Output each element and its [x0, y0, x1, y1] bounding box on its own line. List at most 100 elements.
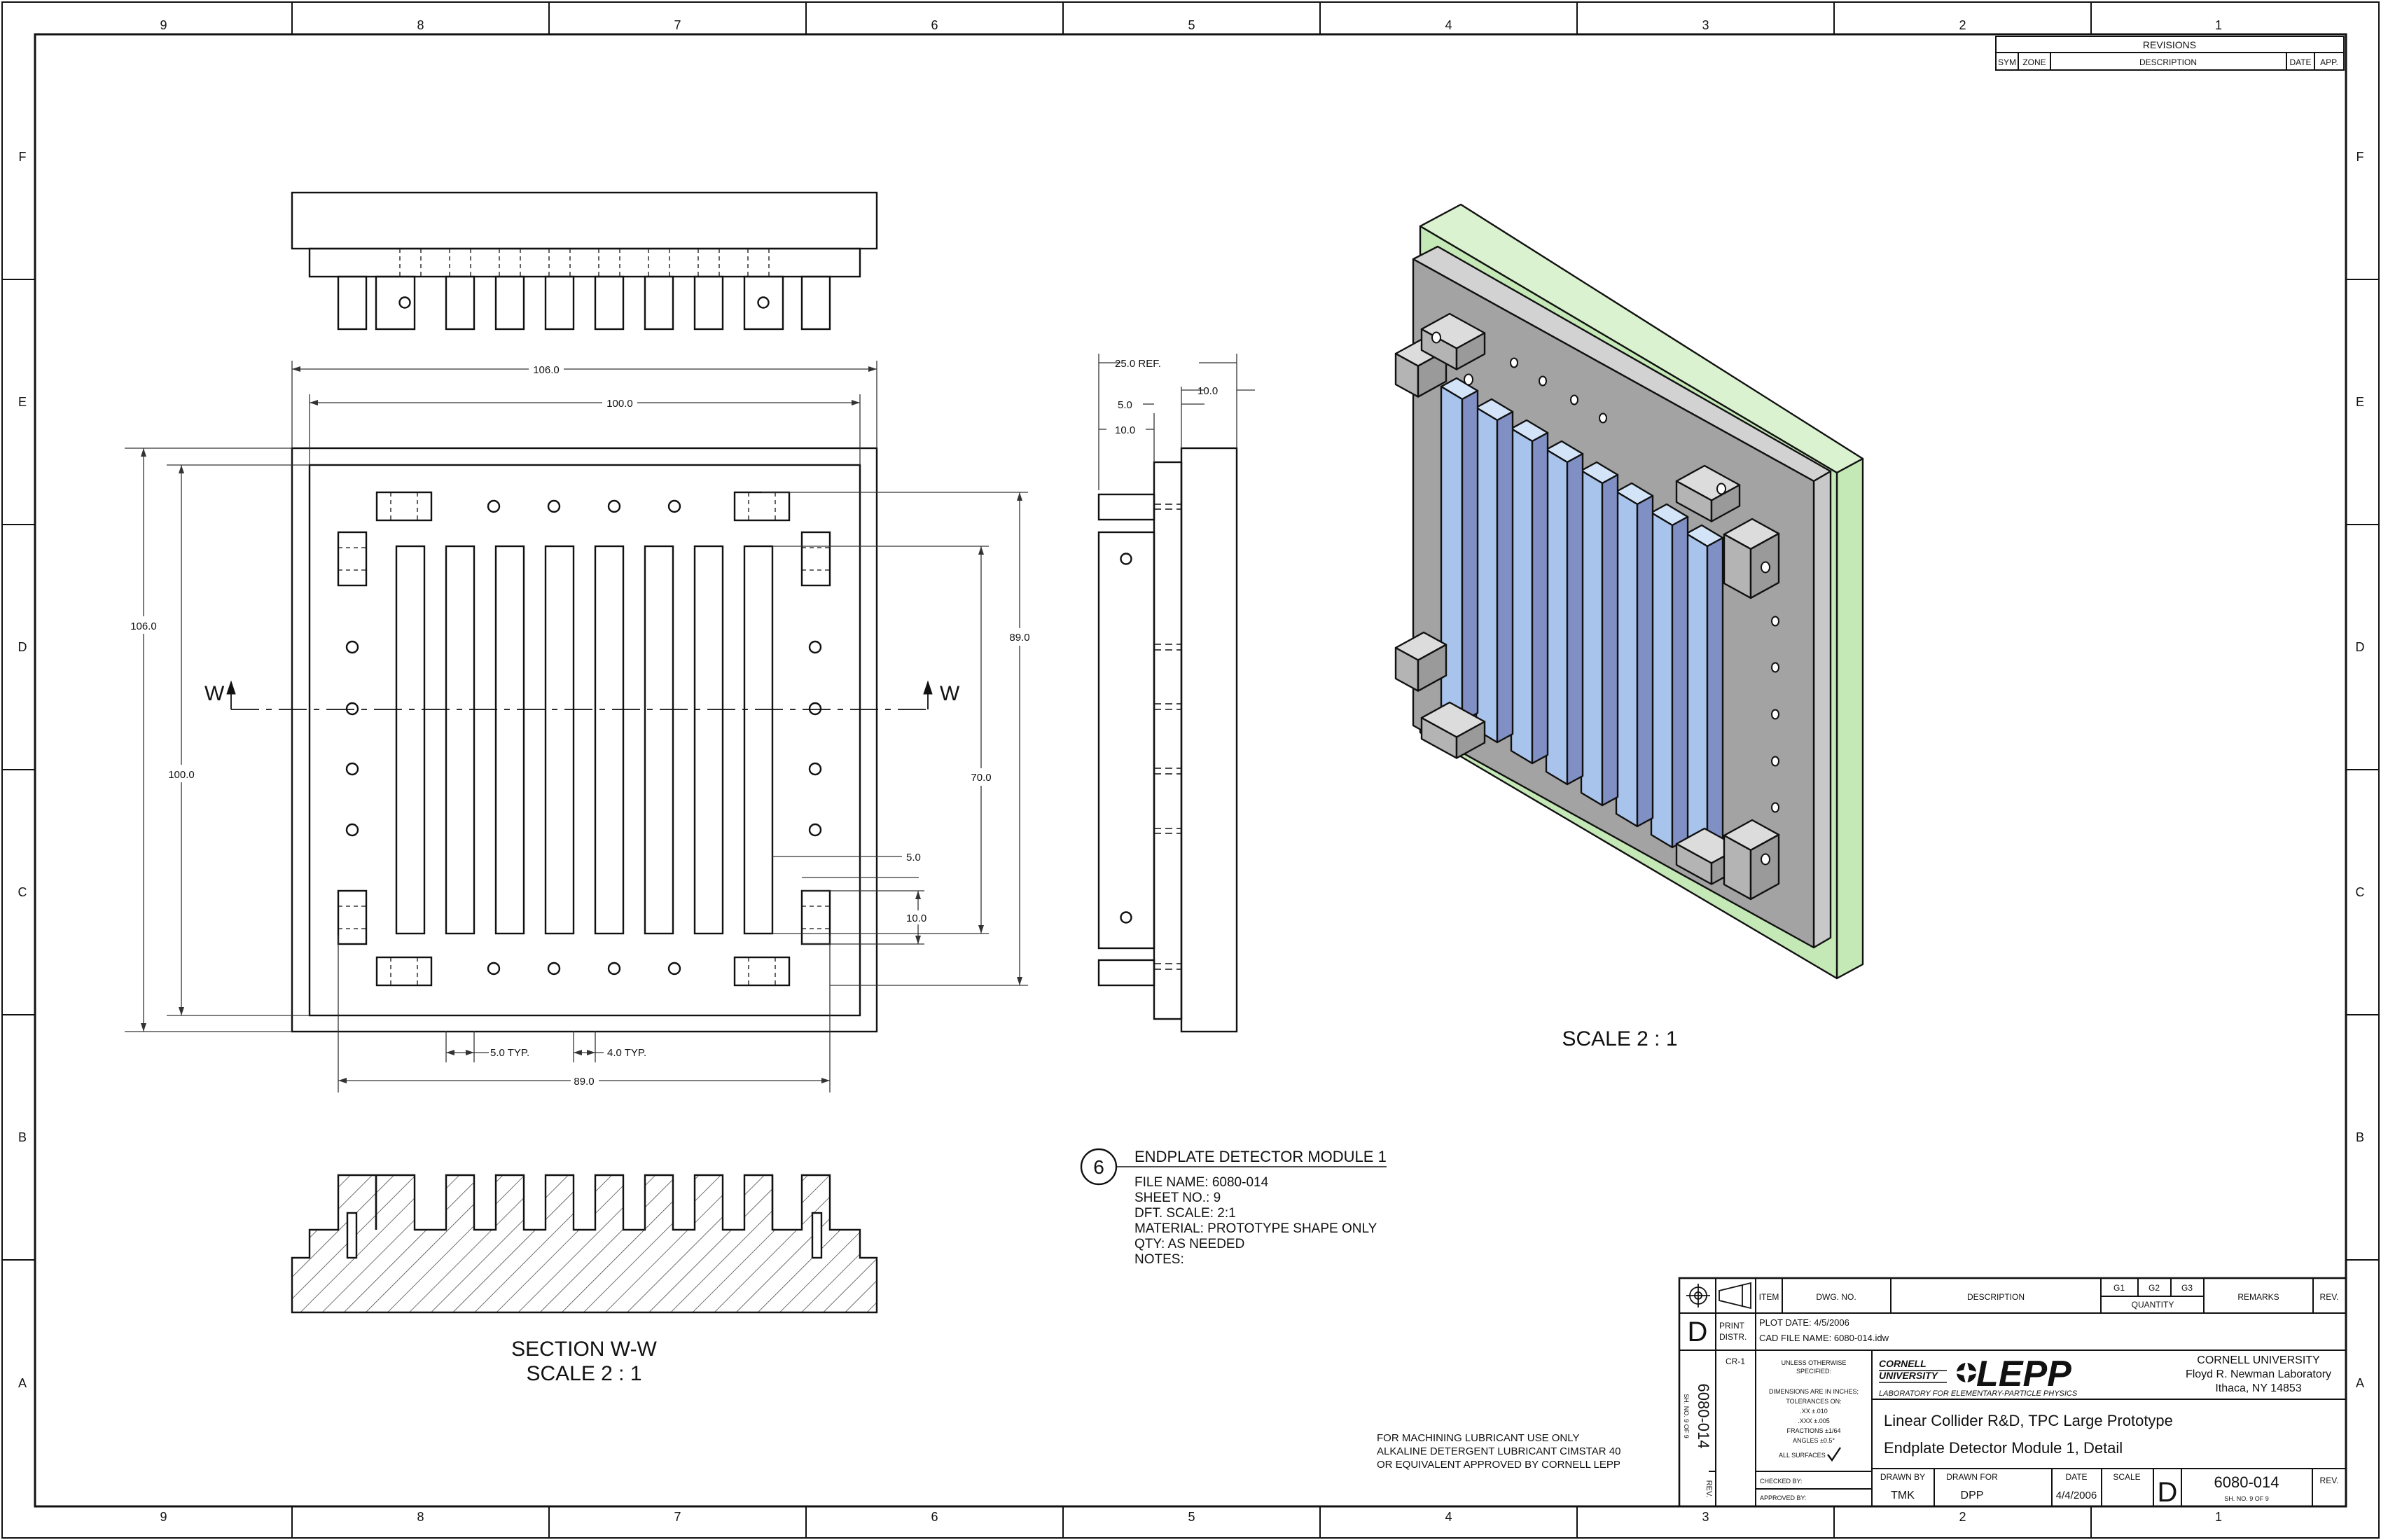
dim-arrow: [821, 1078, 830, 1083]
top-view-tooth: [375, 275, 416, 331]
title-block: [1678, 1277, 2347, 1508]
section-view: [291, 1174, 878, 1314]
iso-hole: [1771, 802, 1779, 813]
mounting-hole: [345, 640, 359, 654]
note-line: MATERIAL: PROTOTYPE SHAPE ONLY: [1134, 1221, 1377, 1236]
dim-arrow: [292, 366, 300, 372]
border-col-label: 3: [1702, 18, 1709, 32]
tb-vert-sheet: SH. NO. 9 OF 9: [1683, 1394, 1690, 1438]
iso-block-hole: [1761, 561, 1770, 574]
dim-side-25: 25.0 REF.: [1115, 358, 1161, 370]
border-col-label: 1: [2215, 1510, 2222, 1524]
border-row-label: E: [18, 395, 27, 409]
tb-drawn-by: DRAWN BY: [1880, 1472, 1925, 1482]
tb-description: DESCRIPTION: [1967, 1292, 2025, 1302]
iso-slot-face: [1580, 469, 1604, 807]
readout-slot: [594, 545, 625, 935]
section-title: SECTION W-W: [511, 1338, 657, 1361]
lubricant-note: ALKALINE DETERGENT LUBRICANT CIMSTAR 40: [1377, 1445, 1620, 1457]
tb-g3: G3: [2181, 1283, 2193, 1293]
dim-typ-4: 4.0 TYP.: [607, 1047, 646, 1059]
mounting-hole: [345, 702, 359, 716]
iso-hole: [1771, 616, 1779, 627]
iso-slot-face: [1685, 532, 1709, 870]
top-view-tooth: [337, 275, 368, 331]
iso-slot-side: [1496, 410, 1514, 744]
tb-cad-file: CAD FILE NAME: 6080-014.idw: [1759, 1333, 1889, 1343]
iso-slot-side: [1531, 431, 1549, 765]
tb-tol-line: .XXX ±.005: [1798, 1417, 1829, 1424]
dim-arrow: [179, 1007, 184, 1015]
mounting-hole: [607, 962, 621, 976]
tb-size-2: D: [2158, 1477, 2178, 1508]
dim-side-10-top: 10.0: [1198, 385, 1218, 397]
tb-tol-line: .XX ±.010: [1800, 1408, 1827, 1415]
note-line: NOTES:: [1134, 1252, 1184, 1267]
readout-slot: [494, 545, 525, 935]
alignment-block-horizontal: [375, 491, 433, 522]
dim-side-5: 5.0: [1118, 399, 1132, 411]
side-dimensions: [1098, 354, 1255, 490]
iso-hole: [1510, 357, 1518, 368]
border-row-label: F: [19, 150, 27, 164]
dim-arrow: [915, 891, 921, 899]
note-balloon: 6: [1093, 1156, 1104, 1178]
tb-tol-line: TOLERANCES ON:: [1786, 1398, 1841, 1405]
top-view-tooth: [693, 275, 724, 331]
iso-slot-face: [1650, 511, 1674, 849]
mounting-hole: [808, 762, 822, 776]
rev-col-description: DESCRIPTION: [2139, 57, 2197, 67]
tb-sheet: SH. NO. 9 OF 9: [2224, 1495, 2269, 1502]
top-view-tooth: [445, 275, 475, 331]
isometric-view: [1394, 203, 1864, 980]
dim-arrow: [868, 366, 877, 372]
mounting-hole: [345, 823, 359, 837]
tb-drawn-by-val: TMK: [1891, 1490, 1915, 1501]
dim-slot-5: 5.0: [906, 852, 921, 863]
note-line: SHEET NO.: 9: [1134, 1191, 1221, 1205]
iso-block-hole: [1716, 483, 1726, 495]
dim-arrow: [978, 546, 984, 555]
iso-block-hole: [1431, 331, 1441, 344]
iso-hole: [1570, 394, 1578, 405]
tb-approved: APPROVED BY:: [1760, 1494, 1807, 1501]
dim-arrow: [141, 1023, 146, 1032]
side-view: [1097, 447, 1238, 1033]
top-view-tooth: [594, 275, 625, 331]
dim-bottom-89: 89.0: [574, 1076, 594, 1088]
tb-title-2: Endplate Detector Module 1, Detail: [1884, 1439, 2123, 1457]
readout-slot: [395, 545, 426, 935]
tb-quantity: QUANTITY: [2132, 1300, 2174, 1310]
border-row-label: C: [2356, 885, 2365, 899]
border-col-label: 5: [1188, 18, 1195, 32]
tb-distr: DISTR.: [1719, 1332, 1747, 1342]
section-mark-left: W: [204, 682, 225, 705]
tb-drawn-for-val: DPP: [1961, 1490, 1984, 1501]
front-inner-frame: [308, 464, 861, 1017]
mounting-hole: [667, 962, 681, 976]
border-col-label: 9: [160, 18, 167, 32]
iso-hole: [1771, 709, 1779, 720]
dim-arrow: [310, 400, 318, 405]
tb-g1: G1: [2113, 1283, 2125, 1293]
iso-slot-side: [1601, 473, 1619, 807]
iso-block-side: [1455, 721, 1486, 759]
tb-rev-2: REV.: [2320, 1476, 2339, 1485]
border-col-label: 4: [1445, 1510, 1452, 1524]
border-col-label: 6: [931, 18, 938, 32]
dim-top-100: 100.0: [606, 398, 633, 410]
border-col-label: 4: [1445, 18, 1452, 32]
alignment-block-vertical: [337, 889, 368, 945]
tb-remarks: REMARKS: [2237, 1292, 2279, 1302]
alignment-block-vertical: [337, 531, 368, 587]
iso-hole: [1771, 662, 1779, 673]
dim-arrow: [1017, 492, 1022, 501]
dim-top-106: 106.0: [533, 364, 560, 376]
dim-arrow: [574, 1050, 582, 1055]
border-col-label: 2: [1959, 18, 1966, 32]
border-col-label: 7: [674, 18, 681, 32]
alignment-block-vertical: [800, 889, 831, 945]
dim-arrow: [466, 1050, 474, 1055]
